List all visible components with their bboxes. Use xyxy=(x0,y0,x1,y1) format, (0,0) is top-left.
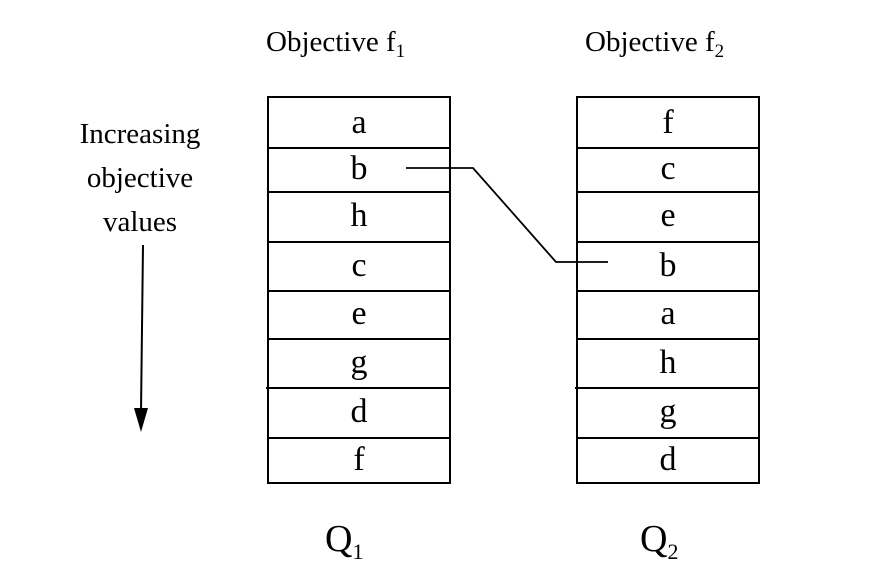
table-cell: b xyxy=(659,246,677,284)
table-cell: c xyxy=(660,150,676,187)
table-cell: c xyxy=(351,246,367,284)
axis-label-line-3: values xyxy=(102,206,178,238)
footer-label-q1: Q1 xyxy=(325,517,363,565)
axis-label-line-2: objective xyxy=(86,162,194,194)
table-cell: h xyxy=(350,197,368,234)
row-divider xyxy=(578,191,758,193)
row-divider xyxy=(578,147,758,149)
table-cell: e xyxy=(660,197,676,234)
footer-label-q2-main: Q xyxy=(640,518,668,560)
footer-label-q1-main: Q xyxy=(325,518,353,560)
row-divider xyxy=(269,147,449,149)
table-cell: g xyxy=(659,393,677,430)
table-cell: h xyxy=(659,343,677,381)
row-divider xyxy=(269,290,449,292)
ranking-table-q2: f c e b a h g d xyxy=(575,96,760,484)
axis-label-line-1: Increasing xyxy=(79,118,201,150)
row-divider xyxy=(266,387,449,389)
ranking-table-q1: a b h c e g d f xyxy=(266,96,451,484)
row-divider xyxy=(575,387,758,389)
footer-label-q1-sub: 1 xyxy=(352,539,364,564)
column-title-f1-main: Objective f xyxy=(266,26,396,58)
row-divider xyxy=(269,437,449,439)
table-cell: a xyxy=(660,295,676,332)
table-cell: g xyxy=(350,343,368,381)
table-cell: f xyxy=(353,440,365,478)
footer-label-q2: Q2 xyxy=(640,517,678,565)
table-cell: a xyxy=(351,103,367,141)
table-cell: d xyxy=(659,440,677,478)
table-cell: e xyxy=(351,295,367,332)
table-cell: f xyxy=(662,103,674,141)
row-divider xyxy=(269,241,449,243)
row-divider xyxy=(578,290,758,292)
table-cell: d xyxy=(350,393,368,430)
row-divider xyxy=(269,338,449,340)
footer-label-q2-sub: 2 xyxy=(667,539,679,564)
table-cell: b xyxy=(350,150,368,187)
column-title-f1: Objective f1 xyxy=(266,26,405,63)
column-title-f1-sub: 1 xyxy=(395,41,406,62)
row-divider xyxy=(578,437,758,439)
row-divider xyxy=(269,191,449,193)
column-title-f2: Objective f2 xyxy=(585,26,724,63)
row-divider xyxy=(578,241,758,243)
column-title-f2-sub: 2 xyxy=(714,41,725,62)
row-divider xyxy=(578,338,758,340)
axis-label: Increasing objective values xyxy=(30,112,250,244)
column-title-f2-main: Objective f xyxy=(585,26,715,58)
